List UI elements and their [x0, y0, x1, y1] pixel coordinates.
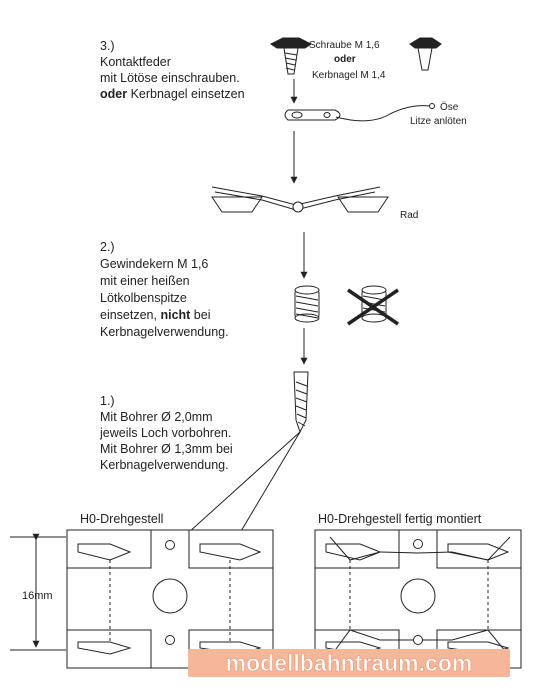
step3-line2: mit Lötöse einschrauben.: [100, 71, 240, 85]
or-label: oder: [334, 54, 356, 65]
step2-line2: mit einer heißen: [100, 274, 190, 288]
step1-line1: Mit Bohrer Ø 2,0mm: [100, 410, 213, 424]
nail-icon: [409, 37, 442, 71]
nail-label: Kerbnagel M 1,4: [312, 70, 386, 81]
threaded-insert-icon: [294, 285, 320, 323]
step2-line4-start: einsetzen,: [100, 308, 160, 322]
step3-line3-rest: Kerbnagel einsetzen: [127, 87, 244, 101]
step2-not-bold: nicht: [160, 308, 191, 322]
solder-label: Litze anlöten: [410, 116, 467, 127]
left-bogie: [66, 529, 274, 669]
leader-line: [177, 431, 301, 543]
drill-hole-icon: [165, 540, 175, 550]
dimension-label: 16mm: [22, 590, 53, 602]
step2-line4: einsetzen, nicht bei: [100, 308, 210, 322]
step2-instructions: 2.) Gewindekern M 1,6 mit einer heißen L…: [100, 240, 229, 339]
wheel-label: Rad: [400, 210, 418, 221]
dimension-marker: [10, 533, 66, 651]
step1-line3: Mit Bohrer Ø 1,3mm bei: [100, 442, 233, 456]
step2-line3: Lötkolbenspitze: [100, 291, 187, 305]
contact-spring-icon: [284, 103, 435, 122]
step3-line1: Kontaktfeder: [100, 55, 171, 69]
watermark: modellbahntraum.com: [188, 649, 510, 677]
step2-line1: Gewindekern M 1,6: [100, 257, 208, 271]
watermark-banner: [188, 649, 510, 677]
step3-instructions: 3.) Kontaktfeder mit Lötöse einschrauben…: [100, 39, 245, 101]
drill-bit-icon: [293, 371, 309, 434]
right-bogie: [314, 529, 522, 669]
step2-number: 2.): [100, 240, 115, 254]
crossed-insert-icon: [347, 285, 399, 326]
drill-hole-icon: [165, 635, 175, 645]
step2-line4-end: bei: [190, 308, 210, 322]
wheel-assembly-icon: [211, 186, 389, 213]
step1-line4: Kerbnagelverwendung.: [100, 458, 229, 472]
step1-number: 1.): [100, 394, 115, 408]
screw-icon: [270, 37, 312, 75]
step2-line5: Kerbnagelverwendung.: [100, 325, 229, 339]
step1-instructions: 1.) Mit Bohrer Ø 2,0mm jeweils Loch vorb…: [99, 394, 233, 472]
left-bogie-title: H0-Drehgestell: [80, 512, 163, 526]
step1-line2: jeweils Loch vorbohren.: [99, 426, 231, 440]
screw-label: Schraube M 1,6: [309, 40, 380, 51]
watermark-text: modellbahntraum.com: [226, 650, 473, 676]
step3-line3: oder Kerbnagel einsetzen: [100, 87, 245, 101]
right-bogie-title: H0-Drehgestell fertig montiert: [318, 512, 482, 526]
step3-or-bold: oder: [100, 87, 127, 101]
eyelet-label: Öse: [440, 101, 459, 113]
step3-number: 3.): [100, 39, 115, 53]
